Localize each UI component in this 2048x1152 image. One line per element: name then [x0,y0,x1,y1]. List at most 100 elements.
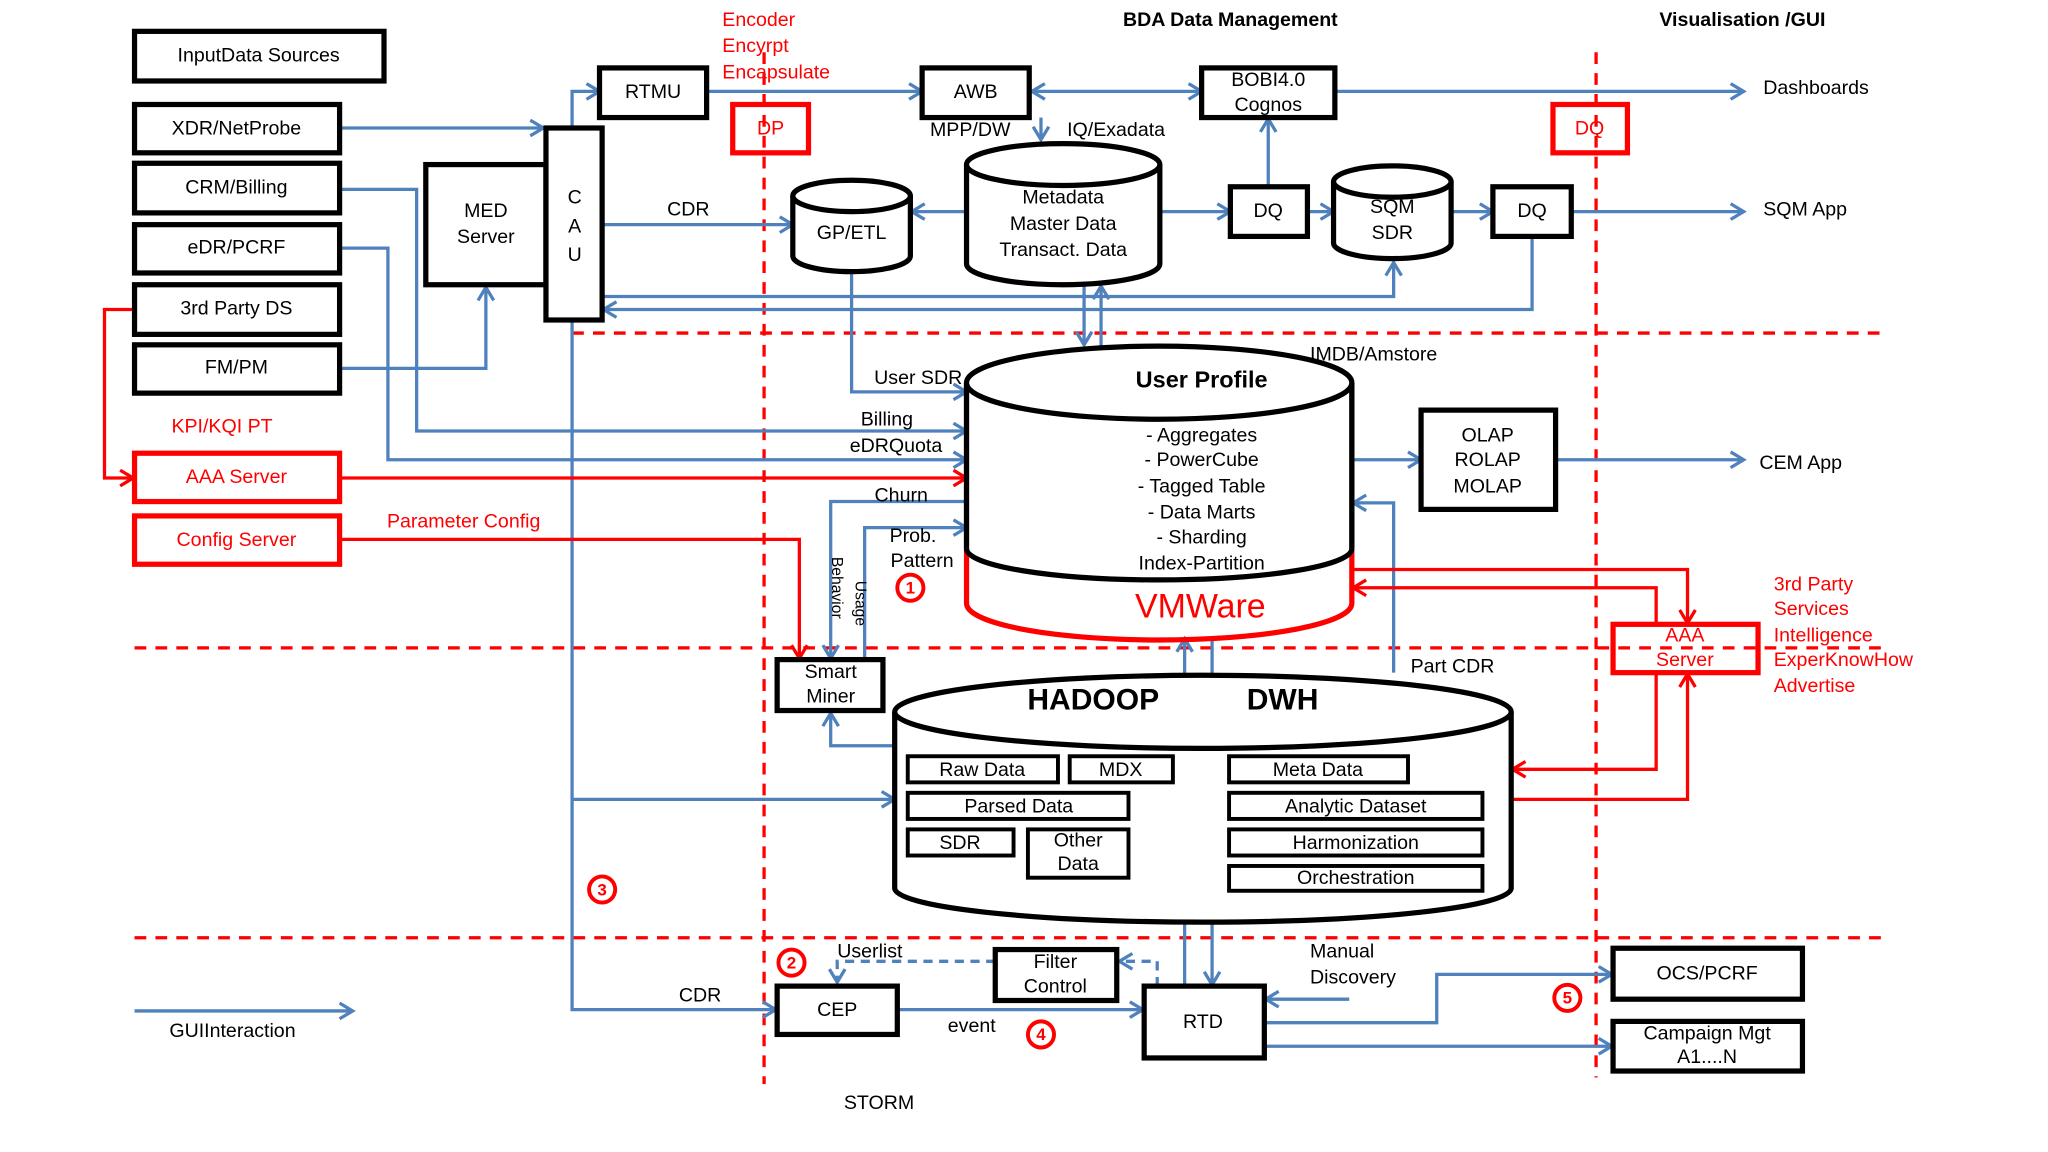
raw-data-label: Raw Data [939,759,1025,781]
mdx-box[interactable] [1067,754,1175,785]
meta-data-label: Meta Data [1273,759,1363,781]
campaign-mgt-box[interactable] [1610,1018,1806,1074]
step-number: 2 [787,953,796,972]
connector-arrow [1119,961,1159,987]
master-data-label: Master Data [1010,213,1117,235]
bobi-cognos-box[interactable] [1199,65,1338,121]
source-edr-label: eDR/PCRF [187,236,285,258]
sdr-box[interactable] [905,827,1016,858]
olap-box[interactable] [1418,407,1559,512]
awb-box[interactable] [919,65,1032,121]
step-number: 5 [1563,989,1572,1008]
sqm-app-label: SQM App [1763,198,1847,220]
med-server-box[interactable] [423,161,549,288]
smart-miner-label: Smart [805,661,858,683]
connector-arrow [339,187,967,431]
third-party-item: ExperKnowHow [1774,649,1914,671]
source-3rdparty-box[interactable] [131,282,343,337]
rtd-box[interactable] [1141,983,1267,1061]
sdr-label: SDR [939,832,980,854]
input-sources: InputData Sources XDR/NetProbe CRM/Billi… [131,28,540,567]
rtmu-label: RTMU [625,81,681,103]
connector-arrow [602,263,1394,299]
source-xdr-box[interactable] [131,101,343,156]
source-xdr-label: XDR/NetProbe [172,117,302,139]
baseline-label: Behavior [828,557,845,619]
molap-label: MOLAP [1453,475,1522,497]
mdx-label: MDX [1099,759,1143,781]
analytic-dataset-box[interactable] [1227,790,1485,821]
med-server-label: Server [457,226,515,248]
profile-item: - Aggregates [1146,424,1257,446]
dwh-title: DWH [1247,683,1319,716]
user-profile-cylinder[interactable]: User Profile - Aggregates - PowerCube - … [963,343,1355,643]
aaa-server-right-box[interactable] [1610,621,1761,676]
config-server-label: Config Server [177,529,297,551]
control-arrow [339,537,800,658]
cau-label: C [568,187,582,209]
rtmu-box[interactable] [596,65,710,121]
meta-data-box[interactable] [1227,754,1410,785]
med-server-label: MED [464,200,508,222]
campaign-mgt-label: Campaign Mgt [1643,1023,1771,1045]
gp-etl-cylinder[interactable]: GP/ETL [790,177,913,275]
userlist-label: Userlist [837,940,903,962]
connector-arrow [339,246,967,460]
awb-label: AWB [954,81,998,103]
aaa-server-right-label: Server [1656,649,1714,671]
control-arrow [102,307,134,478]
source-3rdparty-label: 3rd Party DS [180,298,292,320]
iq-exadata-label: IQ/Exadata [1067,119,1165,141]
filter-control-box[interactable] [992,946,1120,1004]
orchestration-box[interactable] [1227,863,1485,893]
dq-box-1[interactable] [1227,184,1311,240]
third-party-services: 3rd Party Services Intelligence ExperKno… [1774,573,1914,697]
hadoop-dwh-cylinder[interactable]: HADOOP DWH Raw Data MDX Parsed Data SDR … [892,672,1514,925]
sqm-sdr-cylinder[interactable]: SQM SDR [1330,163,1454,262]
connector-arrow [339,287,486,370]
step-number: 3 [597,880,606,899]
dq-red-box[interactable] [1550,101,1631,156]
pattern-label: Pattern [891,550,954,572]
connector-arrow [837,959,996,982]
dp-box[interactable] [730,101,812,156]
cau-label: U [568,244,582,266]
other-data-wrap: Other Data [1054,829,1103,875]
profile-item: - Sharding [1156,526,1246,548]
header-visualisation: Visualisation /GUI [1659,9,1825,31]
storm-label: STORM [844,1092,914,1114]
config-server-box[interactable] [131,513,343,567]
dq-box-2[interactable] [1490,184,1574,240]
profile-item: - PowerCube [1144,449,1258,471]
step-marker-3: 3 [587,874,618,905]
metadata-cylinder[interactable]: Metadata Master Data Transact. Data [963,141,1163,288]
cep-label: CEP [817,999,857,1021]
cau-box[interactable] [543,125,605,323]
source-fmpm-box[interactable] [131,342,343,396]
source-crm-box[interactable] [131,160,343,216]
cau-label: A [568,215,582,237]
ocs-pcrf-box[interactable] [1610,945,1806,1002]
control-label: Control [1024,976,1087,998]
profile-item: Index-Partition [1139,552,1265,574]
harmonization-box[interactable] [1227,827,1485,858]
source-edr-box[interactable] [131,222,343,276]
source-fmpm-label: FM/PM [205,356,268,378]
connector-arrow [570,320,776,1010]
step-marker-4: 4 [1025,1019,1056,1050]
aaa-server-label: AAA Server [186,466,288,488]
bobi-label: BOBI4.0 [1231,69,1305,91]
parsed-data-box[interactable] [905,790,1131,821]
encapsulate-label: Encapsulate [722,61,830,83]
header-bda: BDA Data Management [1123,9,1338,31]
cognos-label: Cognos [1235,94,1303,116]
profile-item: - Tagged Table [1138,475,1266,497]
metadata-label: Metadata [1022,187,1104,209]
other-data-box[interactable] [1025,827,1131,880]
raw-data-box[interactable] [905,754,1060,785]
aaa-server-box[interactable] [131,450,343,505]
imdb-label: IMDB/Amstore [1310,343,1437,365]
kpi-label: KPI/KQI PT [171,415,272,437]
smart-miner-box[interactable] [774,656,886,714]
cep-box[interactable] [774,983,900,1038]
